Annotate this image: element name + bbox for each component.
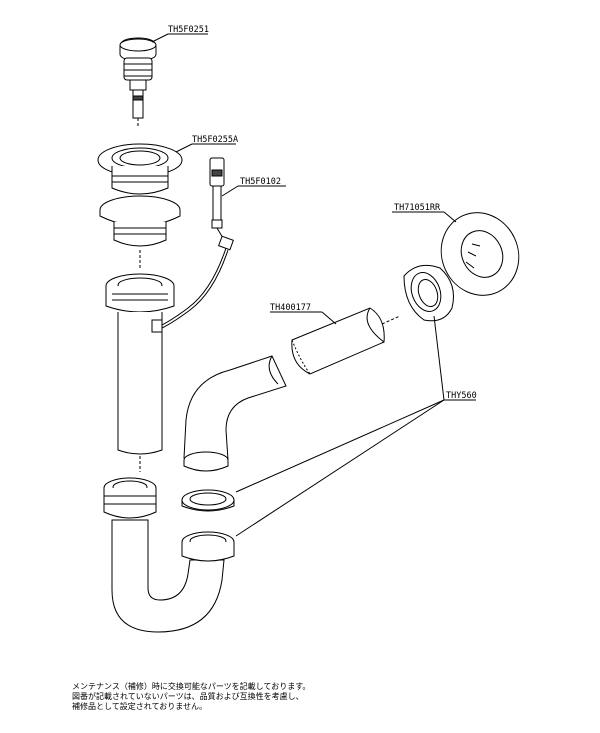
slip-nut <box>403 264 454 322</box>
tailpiece-pipe <box>105 273 175 472</box>
p-trap <box>103 477 235 633</box>
note-line: 補修品として設定されておりません。 <box>72 702 208 711</box>
slip-washer <box>181 489 235 512</box>
label-drain-flange: TH5F0255A <box>192 135 238 145</box>
maintenance-note: メンテナンス（補修）時に交換可能なパーツを記載しております。 図番が記載されてい… <box>72 682 552 712</box>
lift-rod-linkage <box>159 157 234 329</box>
wall-bend-pipe <box>183 355 287 472</box>
label-nut-and-washer: THY560 <box>446 391 477 401</box>
leader-lines <box>151 33 476 537</box>
label-extension-pipe: TH400177 <box>270 303 311 313</box>
label-lift-rod-linkage: TH5F0102 <box>240 177 281 187</box>
extension-pipe <box>291 307 401 375</box>
label-pop-up-cap: TH5F0251 <box>168 25 209 35</box>
pop-up-cap <box>119 37 157 128</box>
drain-flange <box>97 143 183 268</box>
note-line: メンテナンス（補修）時に交換可能なパーツを記載しております。 <box>72 682 311 691</box>
note-line: 図番が記載されていないパーツは、品質および互換性を考慮し、 <box>72 692 304 701</box>
label-wall-escutcheon: TH71051RR <box>394 203 441 213</box>
wall-escutcheon <box>440 212 520 296</box>
